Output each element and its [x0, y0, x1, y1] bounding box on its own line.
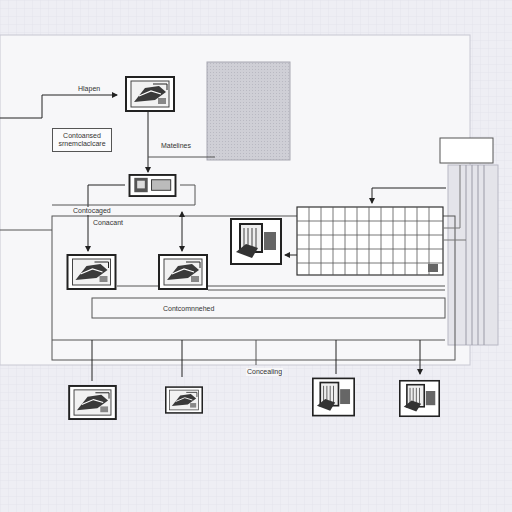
wire — [285, 255, 297, 256]
wire — [148, 112, 149, 172]
grid-table-cells — [297, 207, 443, 275]
picture-icon — [400, 381, 439, 416]
picture-icon — [68, 255, 116, 289]
wire — [0, 230, 52, 231]
wire — [182, 212, 183, 251]
picture-icon — [159, 255, 207, 289]
picture-icon — [313, 378, 354, 415]
grid-table-icon — [428, 264, 438, 272]
main-panel — [0, 35, 470, 365]
wire — [148, 157, 215, 158]
wire — [52, 340, 445, 365]
annotation-label: Hlapen — [77, 85, 101, 93]
bus-frame — [92, 298, 445, 318]
wire — [443, 165, 466, 240]
box-text: Contoansed srnemclaclcare — [57, 132, 107, 148]
picture-icon — [126, 77, 174, 111]
picture-icon — [130, 175, 176, 196]
annotation-label: Contocaged — [72, 207, 112, 215]
annotation-label: Matelines — [160, 142, 192, 150]
wire — [88, 185, 125, 251]
picture-icon — [69, 386, 116, 419]
grid-table — [297, 207, 443, 275]
wire — [372, 188, 446, 203]
picture-icon — [231, 219, 281, 264]
annotation-label: Concealing — [246, 368, 283, 376]
side-strip-lines — [466, 165, 484, 345]
annotation-label: Conacant — [92, 219, 124, 227]
textured-panel — [207, 62, 290, 160]
annotation-label: Contcomnnehed — [162, 305, 215, 313]
wire — [0, 95, 117, 118]
process-box: Contoansed srnemclaclcare — [52, 128, 112, 152]
wire — [92, 340, 420, 381]
picture-icon — [166, 387, 202, 413]
right-box — [440, 138, 493, 163]
